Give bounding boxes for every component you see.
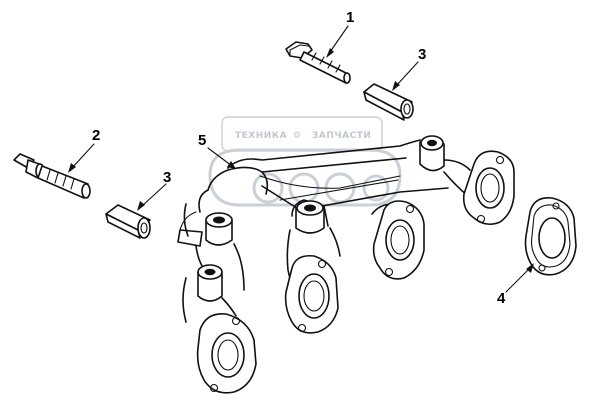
part-4-gasket <box>524 196 577 276</box>
watermark-left-text: ТЕХНИКА <box>235 131 287 141</box>
part-5-exhaust-manifold <box>177 135 515 394</box>
callout-1: 1 <box>346 9 354 26</box>
part-3-spacer-top <box>363 83 414 121</box>
callout-4: 4 <box>497 290 506 307</box>
watermark-right-text: ЗАПЧАСТИ <box>312 131 371 141</box>
callout-5: 5 <box>198 132 206 149</box>
part-3-spacer-bottom <box>105 204 151 239</box>
callout-2: 2 <box>92 127 100 144</box>
callout-numbers: 1 2 3 3 4 5 <box>92 9 506 307</box>
part-2-stud <box>13 153 91 199</box>
callout-leaders <box>68 25 534 293</box>
watermark-separator: ⚙ <box>293 131 302 141</box>
callout-3-bottom: 3 <box>163 169 171 186</box>
part-1-flange-bolt <box>285 41 351 84</box>
callout-3-top: 3 <box>418 46 426 63</box>
